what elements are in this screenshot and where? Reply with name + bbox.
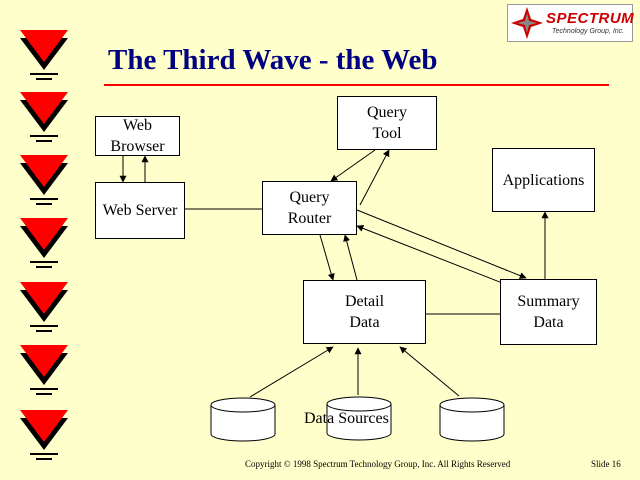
detail-to-router-arrow bbox=[343, 234, 358, 281]
source1-to-detail-arrow bbox=[249, 346, 334, 398]
summary-data-box: Summary Data bbox=[500, 279, 597, 345]
query-tool-box: Query Tool bbox=[337, 96, 437, 150]
logo-name: SPECTRUM bbox=[546, 10, 635, 27]
triangle-stack-7 bbox=[20, 410, 68, 460]
query-router-box: Query Router bbox=[262, 181, 357, 235]
detail-data-box: Detail Data bbox=[303, 280, 426, 344]
logo-subtitle: Technology Group, Inc. bbox=[552, 28, 625, 35]
triangle-stack-5 bbox=[20, 282, 68, 332]
web-server-box: Web Server bbox=[95, 182, 185, 239]
title-underline bbox=[104, 84, 609, 86]
spectrum-star-icon bbox=[511, 7, 543, 39]
router-to-summary-arrow bbox=[356, 209, 527, 279]
triangle-stack-3 bbox=[20, 155, 68, 205]
data-source-cylinder-3 bbox=[439, 397, 505, 442]
router-to-detail-arrow bbox=[319, 234, 335, 281]
applications-box: Applications bbox=[492, 148, 595, 212]
tool-to-router-arrow bbox=[330, 149, 376, 182]
summary-to-router-arrow bbox=[356, 225, 516, 289]
web-browser-box: Web Browser bbox=[95, 116, 180, 156]
slide-number: Slide 16 bbox=[591, 459, 621, 469]
spectrum-logo: SPECTRUM Technology Group, Inc. bbox=[507, 4, 635, 42]
data-source-cylinder-1 bbox=[210, 397, 276, 442]
data-sources-label: Data Sources bbox=[304, 410, 389, 427]
router-to-tool-arrow bbox=[359, 149, 390, 206]
copyright-text: Copyright © 1998 Spectrum Technology Gro… bbox=[245, 459, 511, 469]
triangle-stack-6 bbox=[20, 345, 68, 395]
decorative-triangle-column bbox=[20, 30, 68, 460]
data-source-cylinder-2 bbox=[326, 396, 392, 441]
triangle-stack-4 bbox=[20, 218, 68, 268]
triangle-stack-1 bbox=[20, 30, 68, 80]
source3-to-detail-arrow bbox=[399, 346, 460, 397]
triangle-stack-2 bbox=[20, 92, 68, 142]
slide-title: The Third Wave - the Web bbox=[108, 44, 438, 76]
